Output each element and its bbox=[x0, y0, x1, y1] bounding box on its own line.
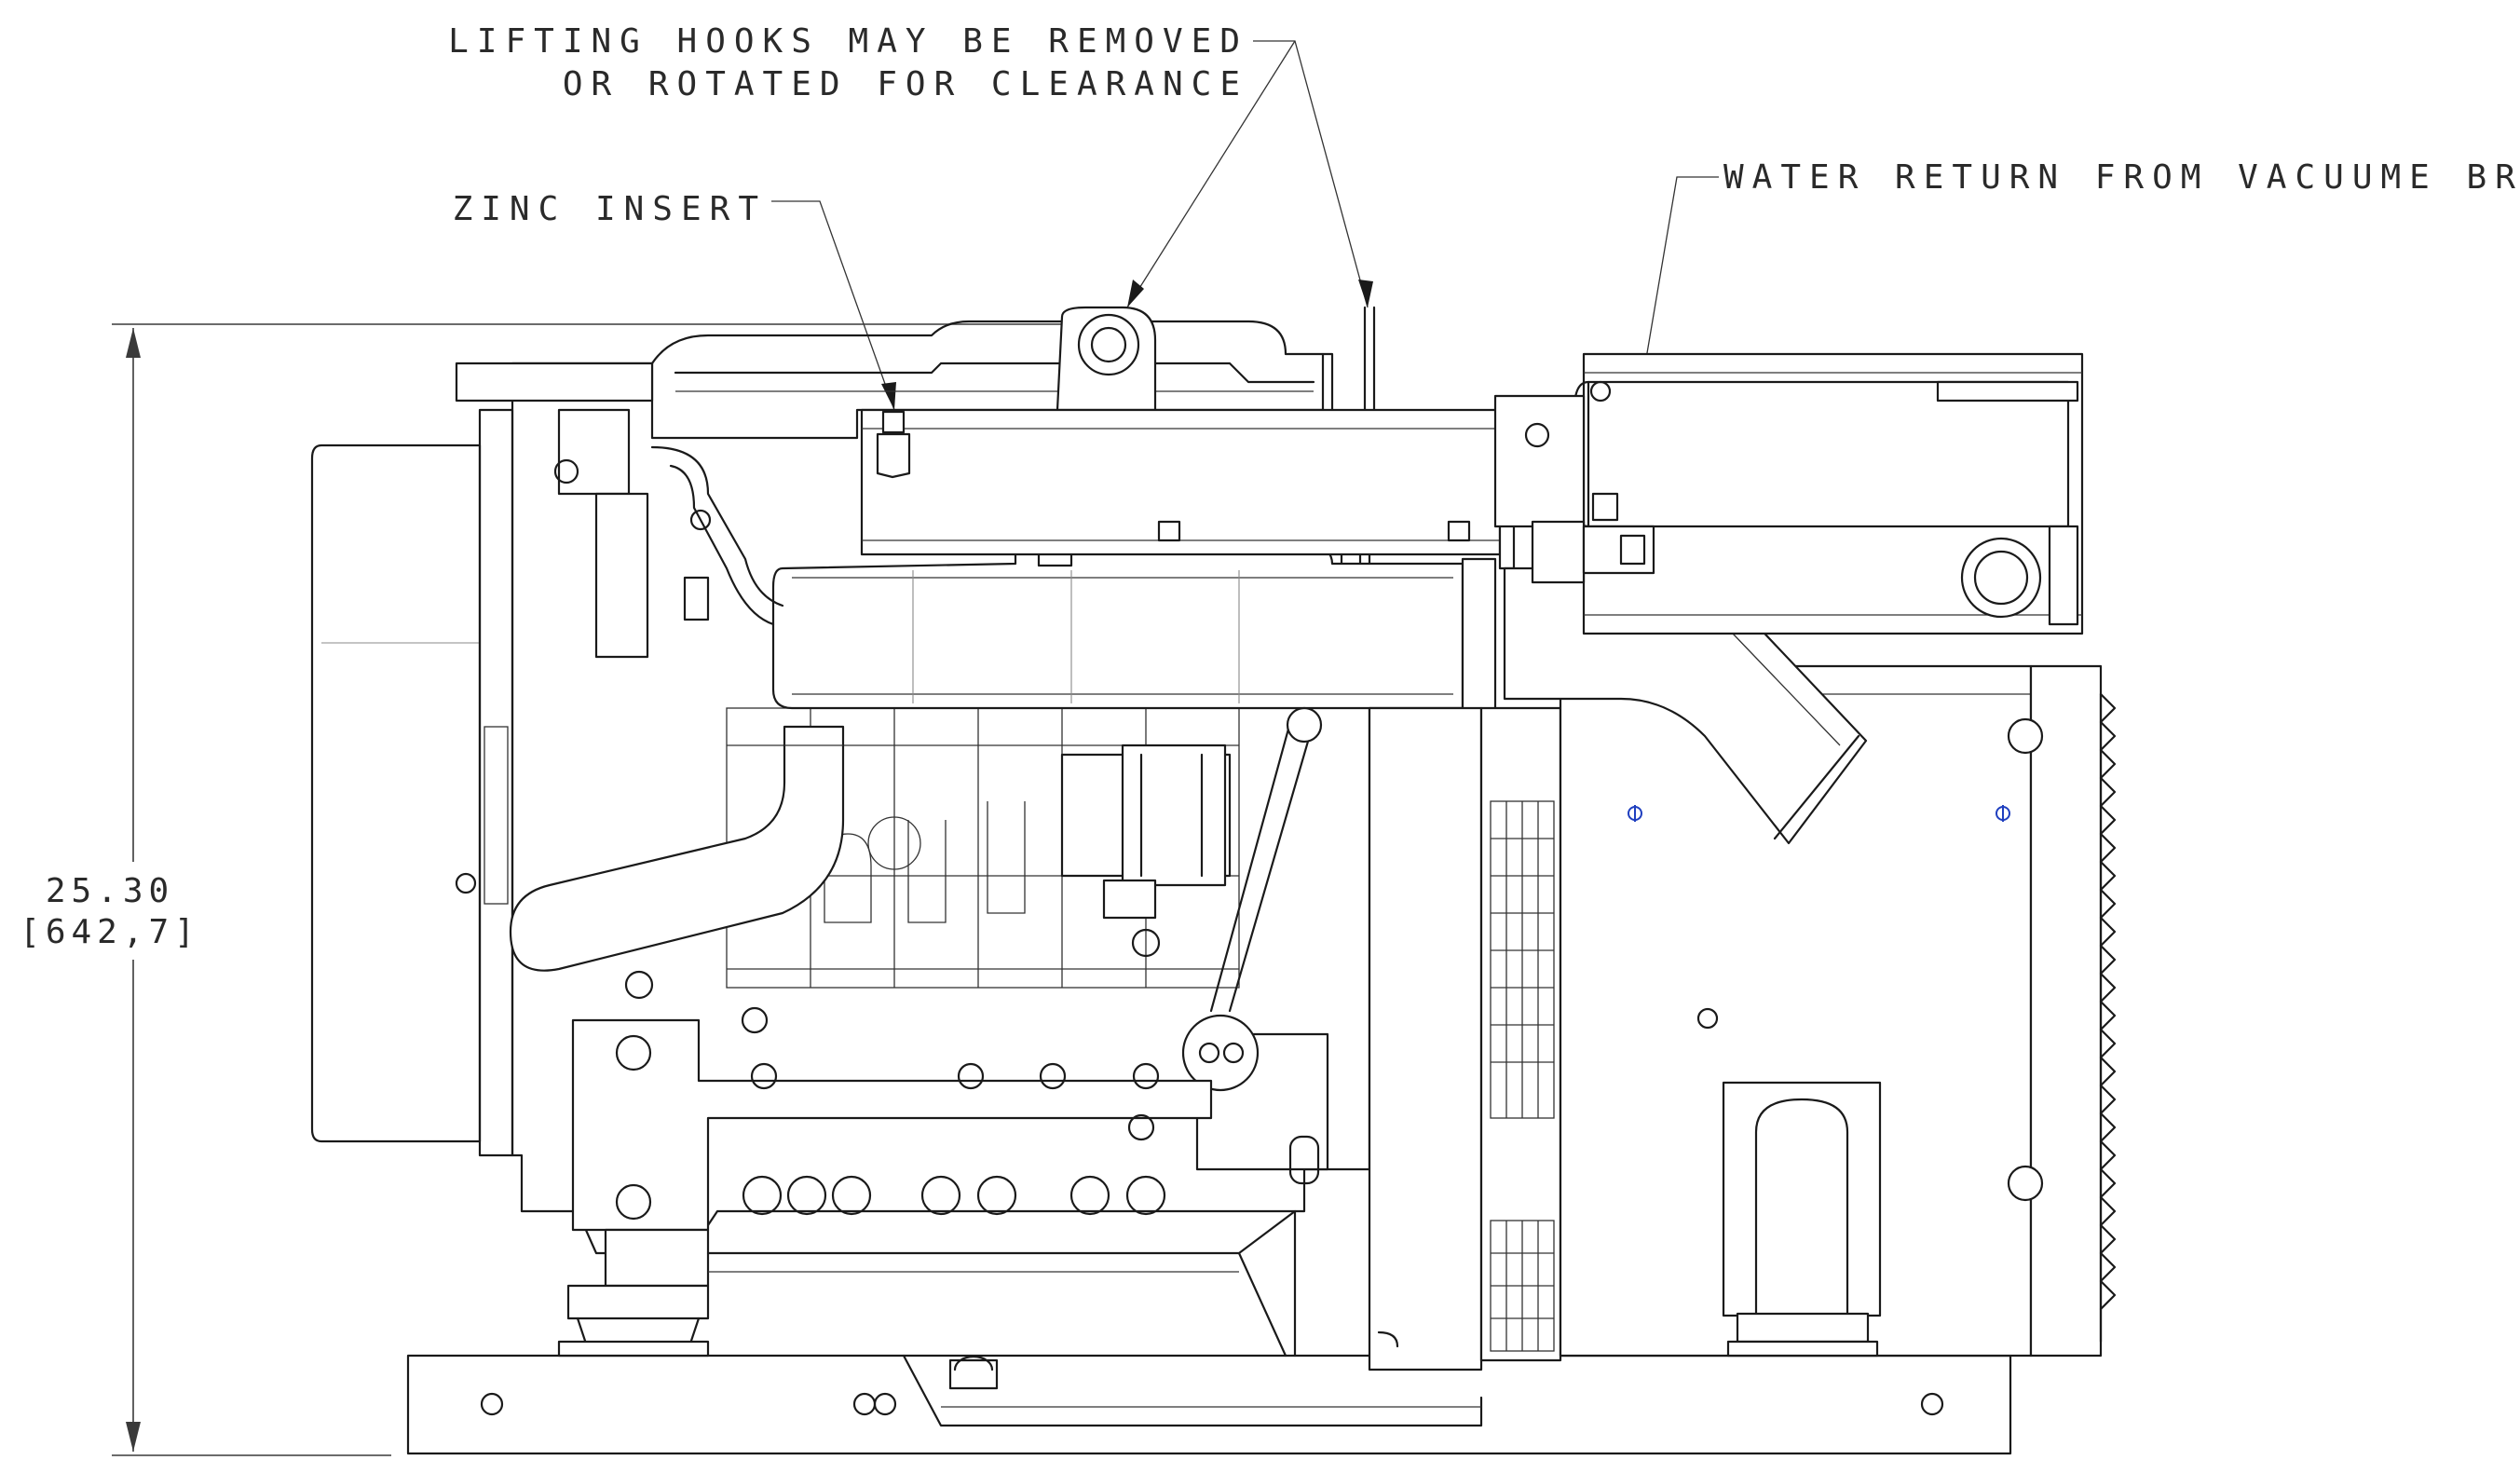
starter-motor bbox=[1060, 744, 1232, 958]
oil-filter-assembly bbox=[1181, 706, 1329, 1185]
water-return-label: WATER RETURN FROM VACUUME BREAK bbox=[1723, 158, 2520, 197]
lifting-hooks-note-line1: LIFTING HOOKS MAY BE REMOVED bbox=[448, 22, 1248, 61]
lifting-hooks-note-line2: OR ROTATED FOR CLEARANCE bbox=[563, 65, 1248, 103]
heat-exchanger-tube bbox=[860, 399, 1516, 570]
fan-shroud bbox=[310, 408, 514, 1157]
height-dimension-mm: [642,7] bbox=[20, 913, 200, 951]
exhaust-manifold bbox=[771, 539, 1497, 712]
base-frame bbox=[406, 1354, 2012, 1455]
water-hose-left bbox=[509, 725, 845, 972]
height-dimension bbox=[51, 323, 1146, 1456]
height-dimension-inches: 25.30 bbox=[46, 872, 174, 910]
control-box bbox=[1493, 352, 2084, 635]
oil-sump bbox=[706, 1209, 1297, 1358]
zinc-insert-label: ZINC INSERT bbox=[453, 190, 767, 228]
blue-fastener-markers bbox=[1628, 805, 2010, 822]
front-accessories bbox=[455, 362, 784, 1000]
engine-mount-left bbox=[557, 1006, 1213, 1358]
